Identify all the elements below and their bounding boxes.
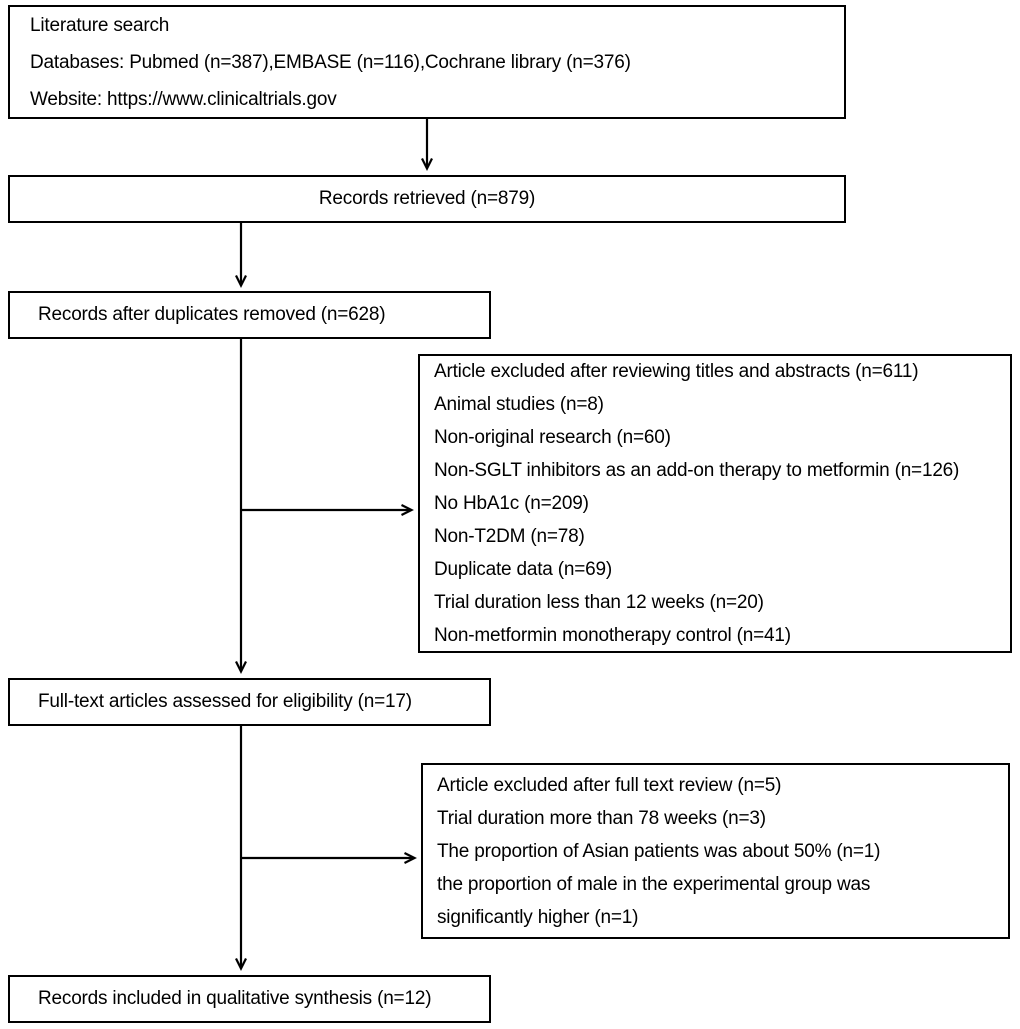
excluded-full-text-box: Article excluded after full text review … <box>421 763 1010 939</box>
records-included-label: Records included in qualitative synthesi… <box>38 987 432 1009</box>
literature-search-line-3: Website: https://www.clinicaltrials.gov <box>30 88 337 110</box>
literature-search-box: Literature search Databases: Pubmed (n=3… <box>8 5 846 119</box>
records-included-box: Records included in qualitative synthesi… <box>8 975 491 1023</box>
full-text-assessed-label: Full-text articles assessed for eligibil… <box>38 690 412 712</box>
excluded-screen-line-6: Non-T2DM (n=78) <box>434 526 585 547</box>
excluded-fulltext-line-1: Article excluded after full text review … <box>437 774 782 796</box>
excluded-fulltext-line-2: Trial duration more than 78 weeks (n=3) <box>437 807 766 829</box>
records-retrieved-box: Records retrieved (n=879) <box>8 175 846 223</box>
records-retrieved-label: Records retrieved (n=879) <box>318 187 536 209</box>
excluded-screen-line-8: Trial duration less than 12 weeks (n=20) <box>434 592 764 613</box>
excluded-screen-line-5: No HbA1c (n=209) <box>434 493 589 514</box>
records-after-duplicates-box: Records after duplicates removed (n=628) <box>8 291 491 339</box>
full-text-assessed-box: Full-text articles assessed for eligibil… <box>8 678 491 726</box>
excluded-screen-line-3: Non-original research (n=60) <box>434 427 671 448</box>
literature-search-line-2: Databases: Pubmed (n=387),EMBASE (n=116)… <box>30 51 631 73</box>
excluded-screen-line-2: Animal studies (n=8) <box>434 394 604 415</box>
excluded-fulltext-line-5: significantly higher (n=1) <box>437 906 639 928</box>
excluded-fulltext-line-3: The proportion of Asian patients was abo… <box>437 840 881 862</box>
excluded-screen-line-9: Non-metformin monotherapy control (n=41) <box>434 625 791 646</box>
records-after-duplicates-label: Records after duplicates removed (n=628) <box>38 303 386 325</box>
excluded-screen-line-7: Duplicate data (n=69) <box>434 559 612 580</box>
excluded-screen-line-4: Non-SGLT inhibitors as an add-on therapy… <box>434 460 960 481</box>
literature-search-line-1: Literature search <box>30 14 170 36</box>
excluded-titles-abstracts-box: Article excluded after reviewing titles … <box>418 354 1012 653</box>
excluded-fulltext-line-4: the proportion of male in the experiment… <box>437 873 871 895</box>
excluded-screen-line-1: Article excluded after reviewing titles … <box>434 361 919 382</box>
